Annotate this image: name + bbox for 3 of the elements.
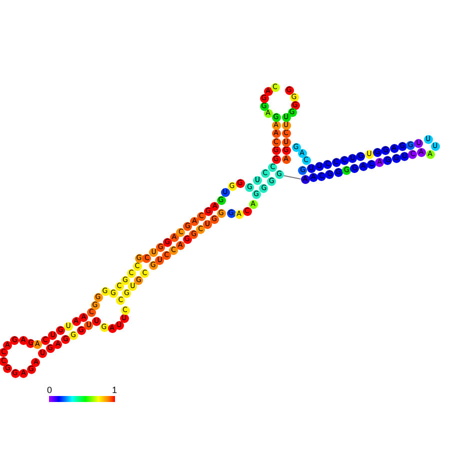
scale-label: 1 <box>112 385 118 395</box>
scale-label: 0 <box>47 385 52 395</box>
backbone-line <box>283 175 302 180</box>
